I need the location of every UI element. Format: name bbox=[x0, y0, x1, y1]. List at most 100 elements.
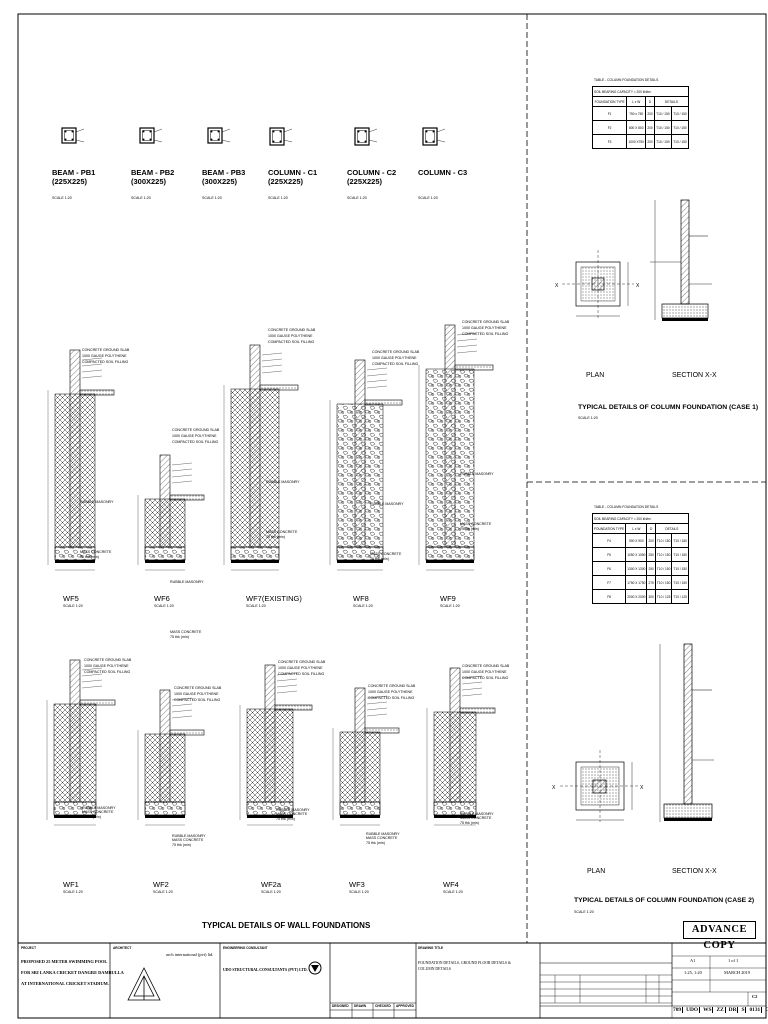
annotation-blinding: MASS CONCRETE bbox=[276, 812, 308, 816]
approved-label: APPROVED bbox=[396, 1004, 414, 1008]
annotation-polythene: 1000 GAUGE POLYTHENE bbox=[462, 670, 507, 674]
annotation-rubble: RUBBLE MASONRY bbox=[172, 834, 206, 838]
table-cell: 200 bbox=[646, 533, 656, 548]
annotation-blinding-thk: 75 thk (min) bbox=[370, 557, 389, 561]
soil-fill bbox=[53, 703, 97, 803]
table1-capacity: SOIL BEARING CAPACITY = 200 kN/m² bbox=[592, 86, 689, 97]
mass-concrete bbox=[340, 815, 380, 818]
ground-slab bbox=[459, 707, 496, 714]
section-outline bbox=[207, 127, 223, 144]
section-outline bbox=[269, 127, 285, 146]
beam-name: BEAM - PB2 bbox=[131, 168, 175, 177]
wf-scale: SCALE 1:20 bbox=[443, 890, 463, 894]
table-cell: T10 / 150 bbox=[654, 575, 673, 590]
mass-concrete bbox=[55, 560, 95, 563]
table-cell: T10 / 150 bbox=[654, 561, 673, 576]
drawing-number-part: 709 bbox=[673, 1007, 684, 1013]
mass-concrete bbox=[145, 815, 185, 818]
annotation-rubble: RUBBLE MASONRY bbox=[276, 808, 310, 812]
advance-copy-stamp: ADVANCE COPY bbox=[683, 921, 756, 951]
ground-slab bbox=[79, 699, 116, 706]
beam-name: COLUMN - C3 bbox=[418, 168, 468, 177]
wf-scale: SCALE 1:20 bbox=[153, 890, 173, 894]
drawing-number-part: 0131 bbox=[749, 1007, 763, 1013]
scale-value: 1:25, 1:20 bbox=[684, 970, 702, 975]
annotation-rubble: RUBBLE MASONRY bbox=[460, 472, 494, 476]
wf-scale: SCALE 1:20 bbox=[246, 604, 266, 608]
mass-concrete bbox=[145, 560, 185, 563]
column-foundation-case2: X X bbox=[552, 643, 714, 822]
annotation-blinding: MASS CONCRETE bbox=[172, 838, 204, 842]
table-cell: 300 bbox=[646, 589, 656, 604]
beam-scale: SCALE 1:20 bbox=[418, 196, 438, 200]
table-cell: 1750 X 1750 bbox=[625, 575, 648, 590]
architect-label: ARCHITECT bbox=[113, 946, 132, 950]
annotation-blinding-thk: 75 thk (min) bbox=[460, 821, 479, 825]
annotation-slab: CONCRETE GROUND SLAB bbox=[82, 348, 130, 352]
mass-concrete bbox=[247, 815, 293, 818]
table-cell: T10 / 150 bbox=[671, 575, 689, 590]
wf-scale: SCALE 1:20 bbox=[154, 604, 174, 608]
annotation-rubble: RUBBLE MASONRY bbox=[460, 812, 494, 816]
table-cell: 1300 X 1300 bbox=[625, 561, 648, 576]
annotation-blinding-thk: 75 thk (min) bbox=[460, 527, 479, 531]
mass-concrete bbox=[337, 560, 383, 563]
annotation-blinding: MASS CONCRETE bbox=[80, 550, 112, 554]
soil-fill bbox=[339, 731, 381, 803]
mass-concrete bbox=[231, 560, 279, 563]
beam-size: (300X225) bbox=[131, 177, 167, 186]
table-header: FOUNDATION TYPE bbox=[591, 96, 628, 107]
wf-name: WF9 bbox=[440, 594, 456, 603]
beam-name: BEAM - PB1 bbox=[52, 168, 96, 177]
table-header: D bbox=[646, 523, 656, 534]
table-cell: T10 / 150 bbox=[671, 561, 689, 576]
wf-name: WF2 bbox=[153, 880, 169, 889]
wf-scale: SCALE 1:20 bbox=[440, 604, 460, 608]
table-cell: F8 bbox=[591, 589, 627, 604]
rubble-footing bbox=[339, 801, 381, 816]
annotation-slab: CONCRETE GROUND SLAB bbox=[372, 350, 420, 354]
table2-title: TABLE - COLUMN FOUNDATION DETAILS bbox=[594, 505, 659, 509]
table-cell: 275 bbox=[646, 575, 656, 590]
soil-fill bbox=[425, 368, 475, 548]
table-cell: 1050 X 1050 bbox=[625, 547, 648, 562]
annotation-slab: CONCRETE GROUND SLAB bbox=[174, 686, 222, 690]
annotation-rubble: RUBBLE MASONRY bbox=[366, 832, 400, 836]
annotation-rubble: RUBBLE MASONRY bbox=[370, 502, 404, 506]
beam-sections bbox=[61, 127, 446, 146]
annotation-polythene: 1000 GAUGE POLYTHENE bbox=[368, 690, 413, 694]
table-cell: T10 / 125 bbox=[654, 589, 673, 604]
table-cell: T10 / 150 bbox=[670, 106, 690, 121]
annotation-slab: CONCRETE GROUND SLAB bbox=[278, 660, 326, 664]
annotation-polythene: 1000 GAUGE POLYTHENE bbox=[462, 326, 507, 330]
annotation-blinding: MASS CONCRETE bbox=[366, 836, 398, 840]
consultant-logo-icon bbox=[308, 961, 322, 975]
table-cell: F1 bbox=[591, 106, 628, 121]
annotation-compacted: COMPACTED SOIL FILLING bbox=[174, 698, 221, 702]
section-outline bbox=[61, 127, 77, 144]
soil-fill bbox=[433, 711, 477, 803]
column-foundation-table-1: SOIL BEARING CAPACITY = 200 kN/m² FOUNDA… bbox=[591, 86, 690, 149]
drawing-title-line-1: FOUNDATION DETAILS, GROUND FLOOR DETAILS… bbox=[418, 961, 511, 965]
annotation-slab: CONCRETE GROUND SLAB bbox=[268, 328, 316, 332]
beam-size: (225X225) bbox=[347, 177, 383, 186]
table-cell: F4 bbox=[591, 533, 627, 548]
wf-name: WF1 bbox=[63, 880, 79, 889]
section-outline bbox=[354, 127, 370, 146]
column-foundation-table-2: SOIL BEARING CAPACITY = 200 kN/m² FOUNDA… bbox=[591, 513, 690, 604]
designed-label: DESIGNED bbox=[332, 1004, 349, 1008]
project-line-1: PROPOSED 25 METER SWIMMING POOL bbox=[21, 959, 108, 964]
annotation-slab: CONCRETE GROUND SLAB bbox=[462, 320, 510, 324]
architect-name: arch international (pvt) ltd. bbox=[166, 952, 214, 957]
case2-scale: SCALE 1:20 bbox=[574, 910, 594, 914]
wf-name: WF7(EXISTING) bbox=[246, 594, 302, 603]
svg-text:X: X bbox=[555, 283, 559, 289]
checked-label: CHECKED bbox=[375, 1004, 391, 1008]
wf-scale: SCALE 1:20 bbox=[353, 604, 373, 608]
annotation-compacted: COMPACTED SOIL FILLING bbox=[368, 696, 415, 700]
